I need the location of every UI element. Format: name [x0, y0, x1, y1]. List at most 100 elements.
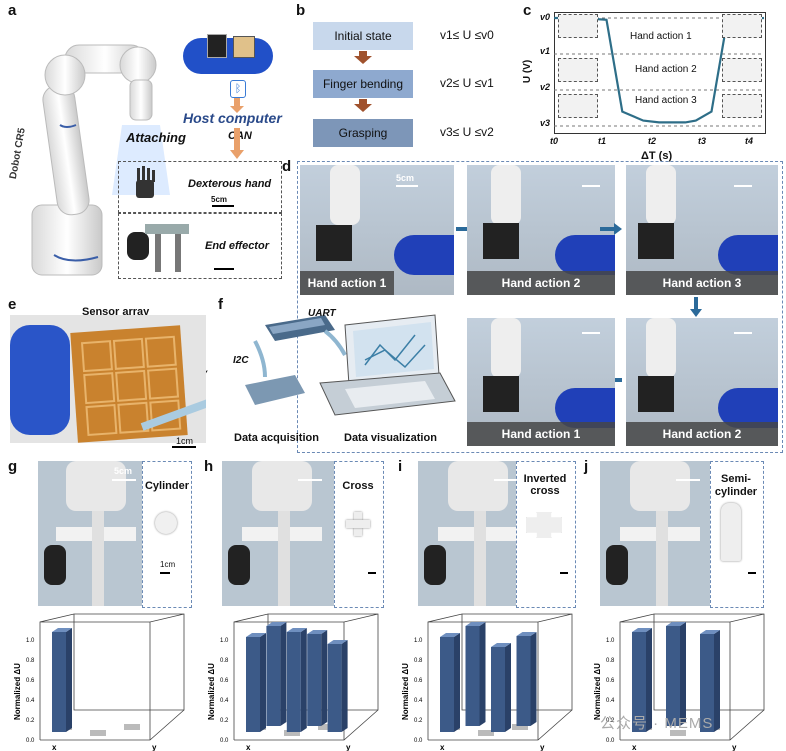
bar-side [479, 622, 486, 726]
bar [632, 632, 646, 732]
flow-step-initial: Initial state [313, 22, 413, 50]
x-tick-t0: t0 [550, 136, 559, 146]
frame-3-caption: Hand action 3 [626, 271, 778, 295]
bar-side [300, 628, 307, 732]
object-box-cylinder [142, 461, 192, 608]
bar-axis-letter: x [440, 743, 445, 751]
bar-y-tick: 0.8 [26, 658, 35, 664]
shape-title-cylinder: Cylinder [144, 480, 189, 492]
frame-1-caption: Hand action 1 [300, 271, 394, 295]
bar-top [465, 622, 486, 626]
dexterous-hand-box [118, 161, 282, 213]
x-tick-t3: t3 [698, 136, 707, 146]
bar-side [280, 622, 287, 726]
hand-scale-label: 5cm [211, 195, 228, 204]
bar-chart-frame [39, 613, 185, 741]
frame-2-photo: Hand action 2 [467, 165, 615, 295]
cylinder-object [155, 512, 177, 534]
annotation-hand-action-2: Hand action 2 [633, 64, 699, 75]
visualization-label: Data visualization [344, 432, 437, 444]
panel-label-j: j [584, 458, 589, 475]
annotation-hand-action-3: Hand action 3 [633, 95, 699, 106]
bar-y-tick: 0.6 [414, 678, 423, 684]
thumb-right-1 [722, 14, 762, 38]
bar-side [454, 633, 460, 732]
seq-arrow-3 [690, 297, 702, 317]
seq-arrow-2 [600, 223, 622, 235]
bar [52, 632, 66, 732]
panel-label-f: f [218, 296, 223, 313]
acquisition-label: Data acquisition [234, 432, 319, 444]
floor-pad [670, 730, 686, 736]
data-pipeline-illustration [245, 314, 456, 416]
bluetooth-icon: ᛒ [230, 80, 246, 98]
bar-y-axis-label: Normalized ΔU [207, 663, 216, 720]
frame-2-caption: Hand action 2 [467, 271, 615, 295]
bar [307, 634, 322, 726]
bar-y-axis-label: Normalized ΔU [593, 663, 602, 720]
arrow-down-1 [230, 98, 244, 113]
bar-y-tick: 0.2 [26, 718, 35, 724]
bar-side [680, 622, 686, 726]
bar-side [341, 640, 348, 732]
host-computer-label: Host computer [183, 110, 282, 126]
range-bending: v2≤ U ≤v1 [440, 76, 494, 90]
flow-arrow-2 [354, 99, 372, 112]
dexterous-hand-label: Dexterous hand [188, 178, 272, 190]
bar-top [666, 622, 686, 626]
dexterous-hand-image [128, 166, 162, 208]
bar-top [632, 628, 652, 632]
cross-object [346, 512, 370, 536]
bar-y-tick: 0.6 [606, 678, 615, 684]
bar-axis-letter: x [52, 743, 57, 751]
panel-label-h: h [204, 458, 214, 475]
bar-side [66, 628, 72, 732]
bar-top [52, 628, 72, 632]
bar-y-tick: 0.8 [220, 658, 229, 664]
bar-y-axis-label: Normalized ΔU [13, 663, 22, 720]
shape-title-semi-cylinder: Semi-cylinder [714, 473, 758, 498]
bar-axis-letter: y [152, 743, 157, 751]
y-tick-v3: v3 [540, 118, 551, 128]
robot-arm-illustration [31, 44, 170, 276]
attaching-label: Attaching [126, 130, 186, 145]
panel-label-a: a [8, 2, 17, 19]
bar-y-tick: 0.4 [220, 698, 229, 704]
end-effector-box [118, 213, 282, 279]
bar [666, 626, 680, 726]
y-tick-v1: v1 [540, 46, 551, 56]
effector-scale-bar [214, 268, 234, 270]
y-tick-v2: v2 [540, 82, 551, 92]
y-axis-label: U (V) [522, 59, 534, 84]
cylinder-scale-label: 5cm [114, 466, 133, 476]
bar-side [505, 643, 511, 732]
bar [491, 647, 505, 732]
x-tick-t4: t4 [745, 136, 754, 146]
bar [700, 634, 714, 732]
bar-y-tick: 0.6 [220, 678, 229, 684]
flow-step-bending: Finger bending [313, 70, 413, 98]
bar-y-axis-label: Normalized ΔU [401, 663, 410, 720]
cross-scale-bar [368, 572, 376, 574]
bar-y-tick: 0.2 [414, 718, 423, 724]
frame-5-photo: Hand action 1 [467, 318, 615, 446]
thumb-left-3 [558, 94, 598, 118]
frame-3-photo: Hand action 3 [626, 165, 778, 295]
watermark-text: 公众号 · MEMS [600, 715, 714, 732]
bar-y-tick: 0.2 [220, 718, 229, 724]
range-grasping: v3≤ U ≤v2 [440, 125, 494, 139]
sensor-scale-bar [172, 446, 196, 448]
floor-pad [90, 730, 106, 736]
bar-top [307, 630, 328, 634]
floor-pad [284, 730, 300, 736]
bar-side [714, 630, 720, 732]
bar-top [491, 643, 511, 647]
panel-label-i: i [398, 458, 403, 475]
bar-side [321, 630, 328, 726]
thumb-right-2 [722, 58, 762, 82]
bar-y-tick: 0.2 [606, 718, 615, 724]
bar-top [327, 640, 348, 644]
floor-pad [124, 724, 140, 730]
inverted-cross-scale-bar [560, 572, 568, 574]
cylinder-obj-scale-bar [160, 572, 170, 574]
